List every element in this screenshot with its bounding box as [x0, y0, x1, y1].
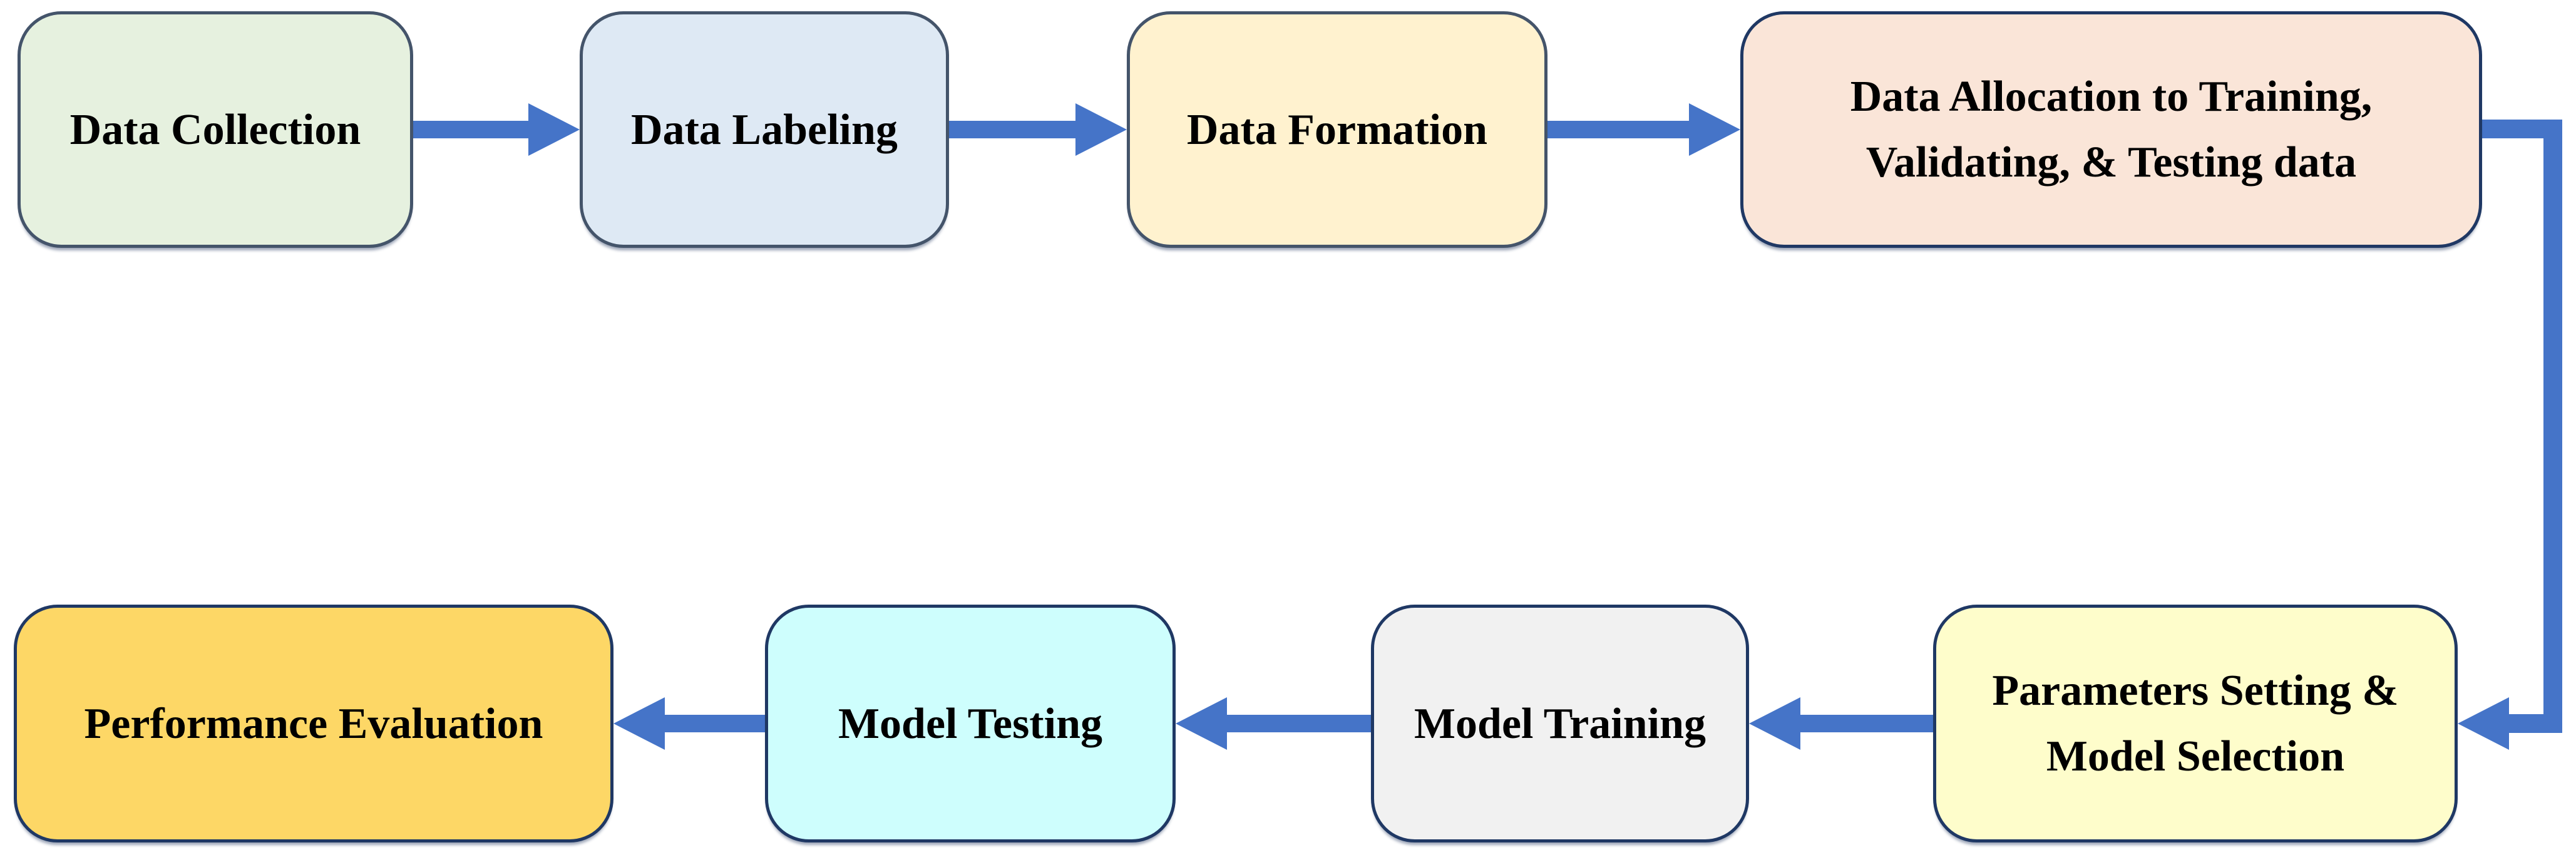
node-data-collection: Data Collection: [18, 11, 413, 248]
arrow-model-testing-to-performance-evaluation: [613, 697, 765, 750]
arrow-data-collection-to-data-labeling: [413, 103, 580, 156]
arrow-model-training-to-model-testing: [1176, 697, 1371, 750]
arrow-data-labeling-to-data-formation: [949, 103, 1127, 156]
node-data-labeling: Data Labeling: [580, 11, 949, 248]
node-data-formation: Data Formation: [1127, 11, 1547, 248]
node-parameters-setting: Parameters Setting & Model Selection: [1933, 605, 2458, 842]
elbow-arrowhead-into-parameters-setting: [2458, 697, 2509, 750]
node-model-testing-label: Model Testing: [838, 699, 1103, 748]
node-model-testing: Model Testing: [765, 605, 1176, 842]
node-data-allocation: Data Allocation to Training, Validating,…: [1740, 11, 2482, 248]
node-data-allocation-label: Data Allocation to Training, Validating,…: [1850, 73, 2373, 187]
node-performance-evaluation-label: Performance Evaluation: [84, 699, 543, 748]
arrow-data-formation-to-data-allocation: [1547, 103, 1740, 156]
node-model-training: Model Training: [1371, 605, 1749, 842]
node-model-training-label: Model Training: [1414, 699, 1706, 748]
node-performance-evaluation: Performance Evaluation: [14, 605, 613, 842]
node-data-collection-label: Data Collection: [69, 105, 361, 154]
node-data-formation-label: Data Formation: [1186, 105, 1488, 154]
arrow-parameters-setting-to-model-training: [1749, 697, 1933, 750]
elbow-connector-data-allocation-to-parameters-setting: [2478, 120, 2562, 733]
node-data-labeling-label: Data Labeling: [631, 105, 898, 154]
node-parameters-setting-label: Parameters Setting & Model Selection: [1992, 667, 2399, 781]
